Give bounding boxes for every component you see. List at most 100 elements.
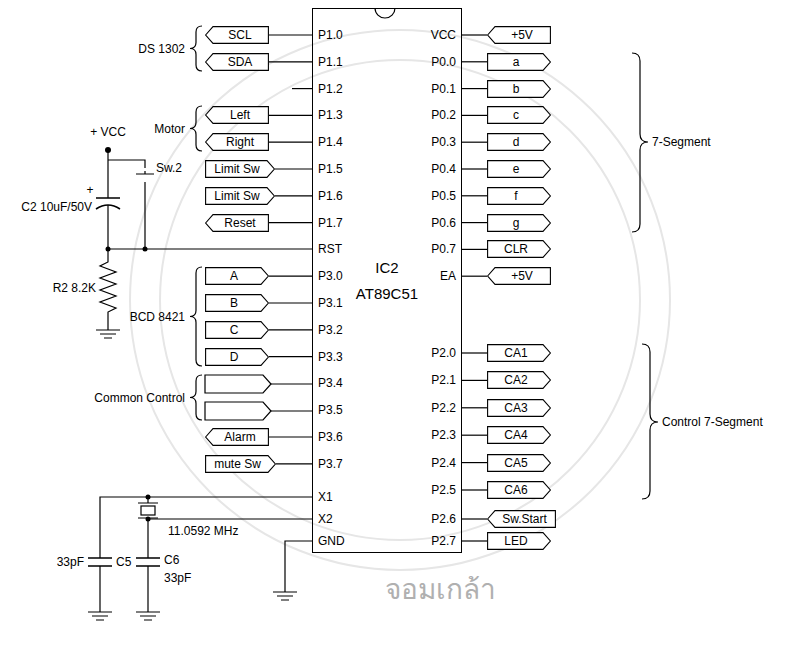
- signal-name: b: [513, 82, 520, 96]
- signal-tag: A: [205, 267, 269, 285]
- signal-tag: B: [205, 294, 269, 312]
- pin-name: P1.3: [318, 108, 343, 122]
- wire: [269, 142, 312, 143]
- signal-tag: +5V: [487, 26, 551, 44]
- pin-name: P3.1: [318, 296, 343, 310]
- signal-tag: f: [487, 187, 551, 205]
- pin-name: P0.4: [431, 162, 456, 176]
- wire: [269, 329, 312, 330]
- wire: [462, 435, 487, 436]
- wire: [462, 380, 487, 381]
- signal-name: Limit Sw: [214, 162, 259, 176]
- ground-symbol: [96, 330, 120, 338]
- pin-name: P0.6: [431, 216, 456, 230]
- brace: [632, 53, 648, 232]
- signal-tag: SDA: [205, 53, 269, 71]
- signal-name: Alarm: [224, 430, 255, 444]
- pin-name: P3.6: [318, 430, 343, 444]
- pin-name: P1.5: [318, 162, 343, 176]
- signal-tag: mute Sw: [205, 455, 276, 473]
- brace: [190, 375, 202, 420]
- junction-dot: [105, 147, 151, 522]
- pin-name: P0.1: [431, 82, 456, 96]
- wire: [462, 352, 487, 353]
- signal-tag: SCL: [205, 26, 269, 44]
- signal-name: c: [513, 108, 519, 122]
- signal-name: Limit Sw: [214, 189, 259, 203]
- ic-notch: [375, 8, 395, 18]
- brace: [190, 106, 202, 151]
- wire: [462, 407, 487, 408]
- pin-name: P2.7: [431, 534, 456, 548]
- pin-name: P3.2: [318, 323, 343, 337]
- wire: [462, 462, 487, 463]
- pin-name: RST: [318, 242, 342, 256]
- signal-tag: CA3: [487, 399, 551, 417]
- ground-symbol: [88, 592, 297, 620]
- signal-name: C: [230, 323, 239, 337]
- signal-name: D: [230, 350, 239, 364]
- pin-name: P2.5: [431, 483, 456, 497]
- pin-name: P0.2: [431, 108, 456, 122]
- pin-name: P3.4: [318, 376, 343, 390]
- signal-name: CA4: [504, 428, 527, 442]
- pin-name: X1: [318, 490, 333, 504]
- wire: [462, 195, 487, 196]
- tag-outline: [487, 187, 551, 205]
- signal-name: Right: [226, 135, 254, 149]
- wire: [462, 518, 487, 519]
- signal-tag: CA4: [487, 426, 551, 444]
- wire: [462, 61, 487, 62]
- signal-name: Reset: [224, 216, 255, 230]
- pin-name: X2: [318, 512, 333, 526]
- part-label: C6: [164, 553, 179, 567]
- signal-name: CA1: [504, 346, 527, 360]
- pin-name: P1.7: [318, 216, 343, 230]
- wire: [269, 276, 312, 277]
- signal-tag: CLR: [487, 240, 551, 258]
- signal-tag: CA2: [487, 371, 551, 389]
- wire: [462, 540, 487, 541]
- wire: [462, 115, 487, 116]
- signal-tag: Right: [205, 133, 269, 151]
- wire: [462, 34, 487, 35]
- signal-name: Left: [230, 108, 250, 122]
- wire: [462, 489, 487, 490]
- wire: [271, 384, 312, 411]
- watermark: จอมเกล้า: [385, 574, 496, 606]
- signal-tag: c: [487, 106, 551, 124]
- pin-name: GND: [318, 534, 345, 548]
- signal-tag: +5V: [487, 267, 551, 285]
- signal-tag: CA1: [487, 344, 551, 362]
- group-label: Common Control: [94, 391, 185, 405]
- signal-name: LED: [504, 534, 527, 548]
- signal-name: B: [230, 296, 238, 310]
- pin-name: P1.4: [318, 135, 343, 149]
- switch-symbol: [108, 160, 154, 249]
- brace: [642, 344, 658, 499]
- signal-name: CA6: [504, 483, 527, 497]
- empty-signal-tag: [205, 402, 271, 420]
- empty-signal-tag: [205, 375, 271, 393]
- signal-tag: e: [487, 160, 551, 178]
- wire: [462, 168, 487, 169]
- part-label: 33pF: [57, 555, 84, 569]
- wire: [462, 222, 487, 223]
- signal-name: mute Sw: [214, 457, 261, 471]
- pin-name: P3.5: [318, 403, 343, 417]
- wire: [100, 497, 312, 612]
- group-label: Control 7-Segment: [662, 415, 763, 429]
- group-label: DS 1302: [138, 42, 185, 56]
- wire: [462, 88, 487, 89]
- signal-tag: Left: [205, 106, 269, 124]
- signal-name: g: [513, 216, 520, 230]
- wire: [275, 168, 312, 169]
- signal-name: SDA: [228, 55, 253, 69]
- wire: [269, 61, 312, 62]
- pin-name: P2.0: [431, 346, 456, 360]
- wire: [462, 249, 487, 250]
- wire: [269, 356, 312, 357]
- signal-tag: Reset: [205, 214, 269, 232]
